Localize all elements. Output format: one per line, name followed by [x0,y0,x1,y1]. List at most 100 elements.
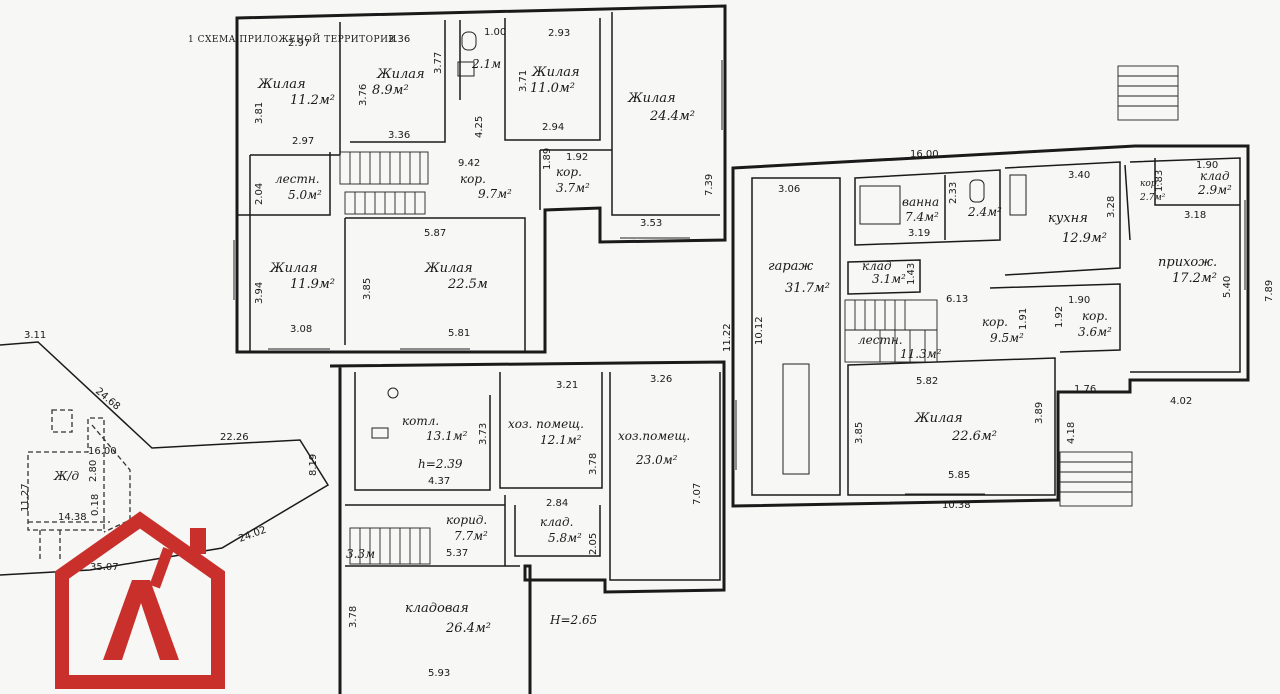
dimension-label: 5.87 [424,228,446,239]
room-label: кор. [460,172,486,186]
room-area: 3.1м² [872,272,906,286]
dimension-label: 3.76 [358,84,369,106]
dimension-label: 10.38 [942,500,971,511]
room-area: 26.4м² [445,621,491,636]
dimension-label: 10.12 [754,316,765,345]
room-area: 9.7м² [478,187,512,201]
dimension-label: 9.42 [458,158,480,169]
dimension-label: 1.90 [1068,295,1090,306]
site-plan [0,341,330,576]
upper-floor-plan [233,4,727,354]
room-area: 22.5м [447,277,488,292]
room-area: 12.9м² [1062,231,1107,246]
room-label: лестн. [858,333,903,347]
dimension-label: 1.83 [1154,170,1165,192]
dimension-label: 3.94 [254,282,265,304]
dimension-label: 3.77 [433,52,444,74]
room-area: 2.4м² [967,205,1002,219]
dimension-label: 3.36 [388,34,410,45]
room-area: 2.7м² [1139,193,1166,203]
dimension-label: 1.76 [1074,384,1096,395]
dimension-label: 3.78 [588,453,599,475]
room-label: кухня [1048,211,1088,226]
lot-label: Ж/д [53,469,80,483]
room-label: кор. [556,165,582,179]
ground-floor-plan [731,65,1250,508]
dimension-label: 3.21 [556,380,578,391]
room-area: 11.3м² [900,347,942,361]
room-label: кладовая [405,601,469,616]
dimension-label: 4.02 [1170,396,1192,407]
dimension-label: 11.27 [20,483,31,512]
dimension-label: 1.92 [566,152,588,163]
dimension-label: 5.81 [448,328,470,339]
dimension-label: 3.28 [1106,196,1117,218]
dimension-label: 5.40 [1222,276,1233,298]
room-area: 11.2м² [290,93,335,108]
dimension-label: 5.82 [916,376,938,387]
room-label: гараж [768,259,813,274]
dimension-label: 4.18 [1066,422,1077,444]
dimension-label: 5.85 [948,470,970,481]
room-label: клад [862,259,892,273]
room-area: 3.3м [346,547,375,561]
dimension-label: 7.39 [704,174,715,196]
dimension-label: 7.07 [692,483,703,505]
room-label: лестн. [275,172,320,186]
room-area: 31.7м² [785,281,830,296]
dimension-label: 3.19 [908,228,930,239]
room-area: 5.0м² [288,188,322,202]
dimension-label: 1.00 [484,27,506,38]
dimension-label: 2.84 [546,498,568,509]
room-label: хоз. помещ. [508,417,584,431]
dimension-label: 3.36 [388,130,410,141]
room-area: 7.4м² [905,210,939,224]
dimension-label: 3.78 [348,606,359,628]
dimension-label: 3.89 [1034,402,1045,424]
dimension-label: 3.85 [362,278,373,300]
dimension-label: 3.71 [518,70,529,92]
dimension-label: 5.93 [428,668,450,679]
room-label: котл. [402,414,439,428]
room-area: 3.6м² [1078,325,1112,339]
dimension-label: 3.18 [1184,210,1206,221]
room-area: 5.8м² [548,531,582,545]
room-label: Жилая [257,77,306,92]
dimension-label: 0.18 [90,494,101,516]
dimension-label: 2.93 [548,28,570,39]
room-label: кор. [982,315,1008,329]
room-area: 3.7м² [556,181,590,195]
dimension-label: 1.43 [906,263,917,285]
dimension-label: 2.33 [948,182,959,204]
room-label: Жилая [376,67,425,82]
dimension-label: 2.97 [292,136,314,147]
dimension-label: 6.13 [946,294,968,305]
room-label: Жилая [627,91,676,106]
dimension-label: 35.07 [90,562,119,573]
dimension-label: 3.40 [1068,170,1090,181]
room-label: Жилая [531,65,580,80]
dimension-label: 3.06 [778,184,800,195]
room-label: Жилая [424,261,473,276]
dimension-label: 16.00 [88,446,117,457]
room-label: кор. [1082,309,1108,323]
room-height: h=2.39 [418,457,463,471]
dimension-label: 22.26 [220,432,249,443]
basement-plan [329,360,726,694]
dimension-label: 2.04 [254,183,265,205]
room-area: 12.1м² [540,433,582,447]
room-label: Жилая [914,411,963,426]
dimension-label: 1.91 [1018,308,1029,330]
room-area: 22.6м² [951,429,997,444]
room-area: 8.9м² [372,83,409,98]
room-area: 17.2м² [1172,271,1217,286]
dimension-label: 2.94 [542,122,564,133]
room-area: 9.5м² [990,331,1024,345]
room-label: корид. [446,513,487,527]
dimension-label: 24.02 [237,525,268,545]
room-label: Жилая [269,261,318,276]
room-area: 2.1м [471,57,501,71]
dimension-label: 16.00 [910,149,939,160]
dimension-label: 8.19 [308,454,319,476]
